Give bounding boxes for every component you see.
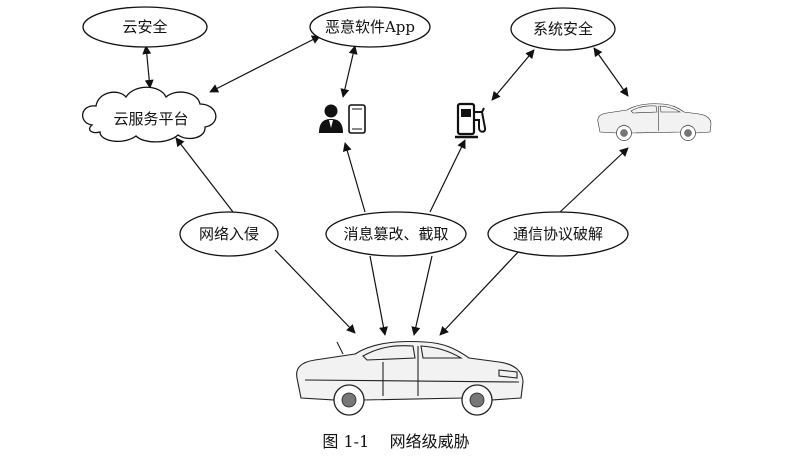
- node-malware-app: 恶意软件App: [309, 6, 431, 48]
- person-icon: [319, 104, 343, 133]
- edge-message-to-person: [342, 142, 366, 213]
- node-system-security: 系统安全: [510, 7, 616, 51]
- node-protocol-crack: 通信协议破解: [487, 211, 629, 257]
- edge-malware-to-platform: [209, 35, 321, 93]
- node-cloud-security-label: 云安全: [122, 18, 167, 36]
- edge-message-to-car-1: [369, 255, 388, 336]
- node-malware-app-label: 恶意软件App: [325, 18, 415, 36]
- node-system-security-label: 系统安全: [533, 20, 593, 38]
- charging-station-icon: [455, 102, 487, 139]
- edge-system-to-charger: [491, 49, 535, 101]
- edge-cloud-security-to-platform: [142, 45, 154, 89]
- edge-protocol-to-car: [439, 249, 521, 336]
- edge-intrusion-to-platform: [175, 137, 234, 213]
- edge-intrusion-to-car: [274, 249, 356, 334]
- edge-system-to-car-top: [593, 47, 629, 97]
- car-icon-small: [597, 103, 712, 141]
- car-icon: [296, 341, 524, 416]
- node-cloud-security: 云安全: [82, 6, 208, 48]
- edge-malware-to-person: [340, 45, 358, 98]
- node-message-tamper: 消息篡改、截取: [325, 211, 467, 257]
- edge-protocol-to-car-top: [559, 147, 629, 213]
- node-network-intrusion: 网络入侵: [179, 211, 279, 257]
- edge-message-to-car-2: [411, 255, 433, 336]
- edges: [142, 35, 629, 336]
- edge-message-to-charger: [429, 139, 466, 213]
- figure-caption: 图 1-1 网络级威胁: [322, 432, 469, 451]
- phone-icon: [348, 104, 366, 134]
- node-protocol-crack-label: 通信协议破解: [513, 225, 603, 243]
- node-cloud-platform-label: 云服务平台: [113, 110, 188, 128]
- node-network-intrusion-label: 网络入侵: [199, 225, 259, 243]
- node-cloud-platform: 云服务平台: [82, 86, 217, 143]
- node-message-tamper-label: 消息篡改、截取: [343, 225, 448, 243]
